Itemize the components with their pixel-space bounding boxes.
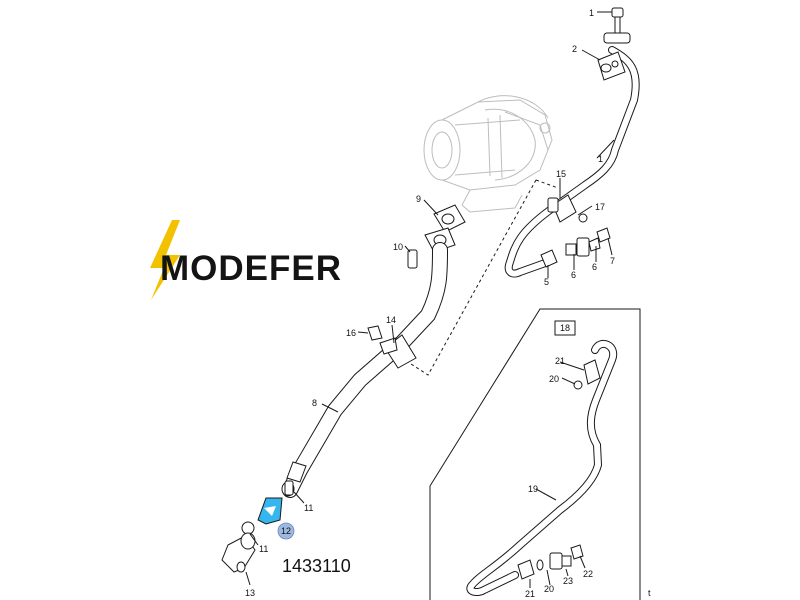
bolt-16	[367, 325, 383, 341]
lightning-bolt-icon	[150, 220, 180, 300]
callout-20-upper: 20	[549, 374, 559, 384]
flange-2	[597, 51, 626, 81]
bolt-10	[407, 249, 418, 269]
callout-14: 14	[386, 315, 396, 325]
clamp-14	[379, 334, 417, 369]
fitting-22	[570, 544, 584, 560]
hose-12-highlighted	[257, 497, 283, 525]
clamp-11-lower	[241, 521, 255, 535]
callout-8: 8	[312, 398, 317, 408]
callout-3: 1	[589, 8, 594, 18]
callout-2: 2	[572, 44, 577, 54]
washer-20-lower	[536, 559, 544, 571]
nut-6	[565, 237, 601, 257]
callout-6: 6	[571, 270, 576, 280]
callout-18-box	[554, 320, 576, 336]
callout-19: 19	[528, 484, 538, 494]
fitting-7	[596, 227, 611, 243]
fitting-21-lower	[517, 559, 535, 580]
gasket-9	[433, 204, 466, 233]
nut-23	[549, 552, 572, 570]
pipe-8	[282, 242, 448, 498]
brand-name: MODEFER	[160, 249, 342, 288]
callout-11-lower: 11	[259, 544, 268, 554]
callout-11-upper: 11	[304, 503, 313, 513]
callout-12: 12	[281, 526, 291, 536]
callout-10: 10	[393, 242, 403, 252]
clamp-15	[547, 194, 577, 223]
clamp-11-upper	[281, 480, 295, 497]
assembly-18-frame	[429, 308, 641, 600]
callout-13: 13	[245, 588, 255, 598]
callout-6b: 6	[592, 262, 597, 272]
bracket-21-upper	[583, 359, 601, 385]
callout-18: 18	[560, 323, 570, 333]
callout-20-lower: 20	[544, 584, 554, 594]
callout-1: 1	[598, 154, 603, 164]
washer-20-upper	[573, 380, 583, 390]
callout-12-badge: 12	[277, 522, 295, 540]
callout-17: 17	[595, 202, 605, 212]
bolt-3	[603, 7, 631, 44]
callout-15: 15	[556, 169, 566, 179]
callout-9: 9	[416, 194, 421, 204]
part-number: 1433110	[282, 556, 351, 576]
brand-logo: MODEFER	[150, 220, 342, 300]
leader-lines	[245, 11, 615, 588]
corner-mark: t	[648, 588, 651, 598]
elbow-13	[221, 532, 256, 573]
flange-lower	[424, 227, 456, 253]
callout-21-upper: 21	[555, 356, 565, 366]
callout-22: 22	[583, 569, 593, 579]
pipe-1	[504, 46, 640, 278]
callout-21-lower: 21	[525, 589, 535, 599]
callout-7: 7	[610, 256, 615, 266]
turbocharger-outline	[423, 95, 553, 213]
dashed-routing-line	[407, 179, 559, 376]
callout-23: 23	[563, 576, 573, 586]
callout-16: 16	[346, 328, 356, 338]
fitting-5	[540, 249, 558, 268]
bolt-17	[578, 213, 588, 223]
callout-5: 5	[544, 277, 549, 287]
callout-labels: 1 2 1 15 17 5 6 6 7 9 10 16 14 8 11 11 1…	[245, 8, 615, 599]
pipe-19	[466, 339, 618, 597]
hose-end	[286, 461, 307, 483]
